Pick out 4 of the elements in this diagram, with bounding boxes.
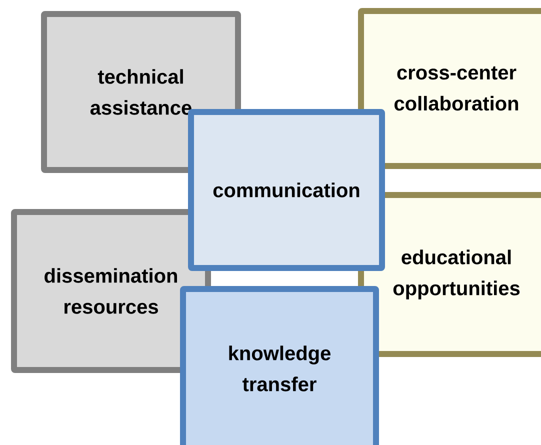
text-box: knowledge transfer — [180, 286, 379, 445]
text-box: communication — [188, 109, 385, 271]
text-box: technical assistance — [41, 11, 241, 173]
text-box: cross-center collaboration — [358, 8, 541, 169]
